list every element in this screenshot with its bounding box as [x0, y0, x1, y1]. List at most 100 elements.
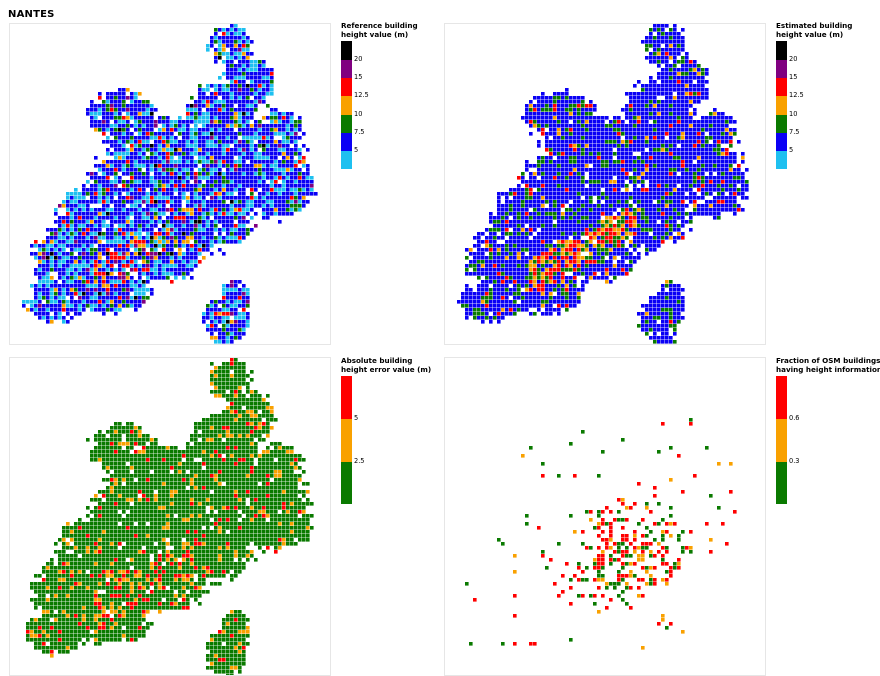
map-cell [473, 260, 477, 264]
map-cell [621, 216, 625, 220]
map-cell [238, 128, 242, 132]
map-cell [198, 232, 202, 236]
map-cell [673, 44, 677, 48]
map-cell [222, 156, 226, 160]
map-cell [102, 192, 106, 196]
map-cell [142, 208, 146, 212]
map-cell [617, 260, 621, 264]
map-cell [166, 236, 170, 240]
map-cell [234, 148, 238, 152]
map-cell [146, 256, 150, 260]
map-cell [298, 148, 302, 152]
map-cell [266, 216, 270, 220]
map-cell [54, 292, 58, 296]
map-cell [158, 144, 162, 148]
map-cell [58, 220, 62, 224]
map-cell [142, 176, 146, 180]
map-cell [545, 196, 549, 200]
map-cell [150, 204, 154, 208]
map-cell [114, 136, 118, 140]
map-cell [521, 240, 525, 244]
map-cell [98, 268, 102, 272]
map-cell [106, 260, 110, 264]
map-cell [262, 188, 266, 192]
map-cell [533, 268, 537, 272]
map-cell [134, 196, 138, 200]
map-cell [525, 208, 529, 212]
map-cell [577, 188, 581, 192]
map-cell [254, 76, 258, 80]
map-cell [110, 240, 114, 244]
map-cell [262, 204, 266, 208]
map-cell [685, 108, 689, 112]
map-cell [649, 128, 653, 132]
map-cell [254, 152, 258, 156]
map-cell [589, 172, 593, 176]
map-cell [258, 180, 262, 184]
map-cell [226, 220, 230, 224]
map-cell [206, 152, 210, 156]
map-cell [274, 132, 278, 136]
map-cell [182, 236, 186, 240]
map-cell [605, 208, 609, 212]
map-cell [210, 192, 214, 196]
map-cell [114, 180, 118, 184]
map-cell [549, 232, 553, 236]
map-cell [54, 288, 58, 292]
map-cell [573, 172, 577, 176]
map-cell [210, 228, 214, 232]
map-cell [705, 144, 709, 148]
map-cell [645, 84, 649, 88]
map-cell [697, 92, 701, 96]
map-cell [138, 236, 142, 240]
map-cell [242, 28, 246, 32]
map-cell [186, 148, 190, 152]
map-cell [146, 280, 150, 284]
map-cell [258, 92, 262, 96]
map-cell [585, 136, 589, 140]
map-cell [589, 132, 593, 136]
map-cell [673, 212, 677, 216]
map-cell [242, 140, 246, 144]
map-cell [681, 116, 685, 120]
map-cell [250, 72, 254, 76]
map-cell [214, 304, 218, 308]
map-cell [641, 164, 645, 168]
map-cell [126, 260, 130, 264]
map-cell [525, 240, 529, 244]
map-cell [238, 140, 242, 144]
map-cell [673, 152, 677, 156]
map-cell [178, 220, 182, 224]
map-cell [194, 108, 198, 112]
map-cell [74, 272, 78, 276]
map-cell [274, 128, 278, 132]
map-cell [569, 168, 573, 172]
map-cell [521, 180, 525, 184]
map-cell [134, 200, 138, 204]
map-cell [90, 100, 94, 104]
map-cell [725, 148, 729, 152]
map-cell [142, 104, 146, 108]
map-cell [234, 68, 238, 72]
map-cell [577, 244, 581, 248]
map-cell [218, 220, 222, 224]
map-cell [489, 252, 493, 256]
map-cell [525, 116, 529, 120]
map-cell [222, 308, 226, 312]
map-cell [126, 208, 130, 212]
map-cell [238, 80, 242, 84]
map-cell [262, 148, 266, 152]
map-cell [82, 272, 86, 276]
map-cell [238, 216, 242, 220]
map-cell [681, 60, 685, 64]
map-cell [685, 120, 689, 124]
map-cell [569, 128, 573, 132]
map-cell [613, 228, 617, 232]
map-cell [210, 184, 214, 188]
map-cell [138, 240, 142, 244]
map-cell [74, 284, 78, 288]
map-cell [505, 240, 509, 244]
map-cell [294, 124, 298, 128]
map-cell [661, 104, 665, 108]
map-cell [629, 228, 633, 232]
